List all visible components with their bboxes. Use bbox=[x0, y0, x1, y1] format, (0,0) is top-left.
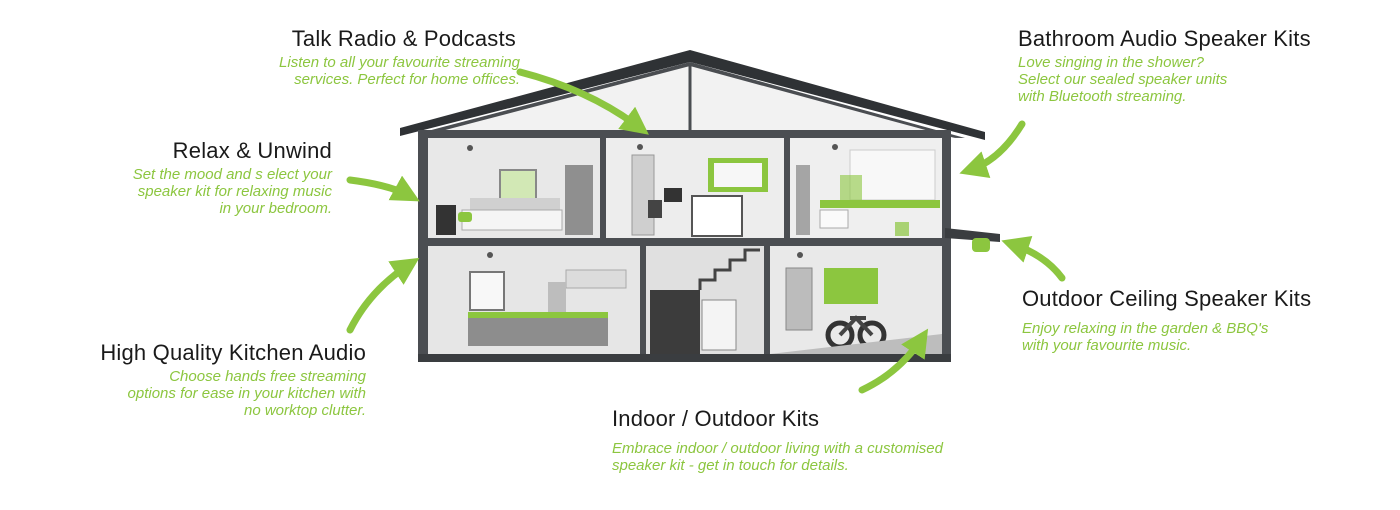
callout-description: Love singing in the shower? Select our s… bbox=[1018, 54, 1228, 105]
arrow-outdoor-ceiling bbox=[1001, 236, 1066, 282]
arrow-kitchen bbox=[346, 257, 420, 334]
arrow-relax bbox=[346, 175, 420, 202]
callout-indoor-outdoor-kits: Indoor / Outdoor Kits Embrace indoor / o… bbox=[612, 406, 1092, 474]
callout-description: Set the mood and s elect your speaker ki… bbox=[132, 166, 332, 217]
callout-title: Outdoor Ceiling Speaker Kits bbox=[1022, 286, 1312, 311]
arrow-indoor-outdoor bbox=[858, 328, 929, 394]
callout-title: High Quality Kitchen Audio bbox=[100, 340, 366, 365]
callout-relax-unwind: Relax & Unwind Set the mood and s elect … bbox=[40, 138, 332, 217]
callout-description: Choose hands free streaming options for … bbox=[127, 368, 366, 419]
callout-outdoor-ceiling-kits: Outdoor Ceiling Speaker Kits Enjoy relax… bbox=[1022, 286, 1382, 354]
arrow-talk-radio bbox=[516, 68, 649, 135]
callout-description: Enjoy relaxing in the garden & BBQ's wit… bbox=[1022, 320, 1269, 354]
office-details bbox=[631, 144, 768, 237]
kitchen-details bbox=[468, 252, 627, 346]
extension-roof bbox=[945, 228, 1000, 252]
staircase bbox=[650, 248, 760, 354]
callout-title: Relax & Unwind bbox=[172, 138, 332, 163]
callout-kitchen-audio: High Quality Kitchen Audio Choose hands … bbox=[30, 340, 366, 419]
roof bbox=[400, 50, 985, 140]
callout-talk-radio: Talk Radio & Podcasts Listen to all your… bbox=[150, 26, 520, 88]
arrow-bathroom bbox=[959, 120, 1026, 178]
garage-details bbox=[770, 252, 942, 354]
bathroom-details bbox=[796, 144, 940, 236]
callout-arrows bbox=[346, 68, 1066, 394]
callout-title: Indoor / Outdoor Kits bbox=[612, 406, 820, 431]
callout-description: Listen to all your favourite streaming s… bbox=[279, 54, 520, 88]
bedroom-details bbox=[436, 145, 593, 235]
callout-bathroom-kits: Bathroom Audio Speaker Kits Love singing… bbox=[1018, 26, 1378, 105]
callout-title: Bathroom Audio Speaker Kits bbox=[1018, 26, 1311, 51]
callout-title: Talk Radio & Podcasts bbox=[291, 26, 516, 51]
callout-description: Embrace indoor / outdoor living with a c… bbox=[612, 440, 943, 474]
